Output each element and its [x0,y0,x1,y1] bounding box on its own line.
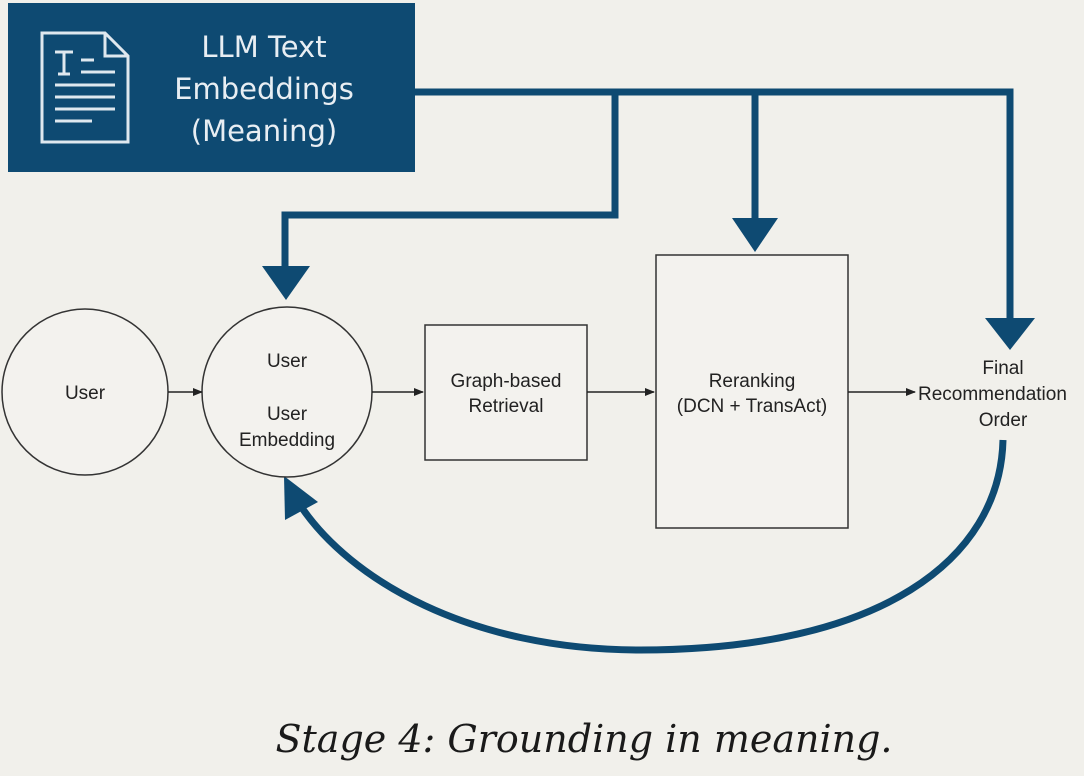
header-line-2: Embeddings [174,72,354,106]
user-embedding-node: User User Embedding [201,306,373,478]
arrowhead-final [985,318,1035,350]
user-embedding-label-3: Embedding [239,430,335,451]
final-recommendation-node: Final Recommendation Order [918,358,1067,431]
user-label: User [65,383,106,404]
final-label-2: Recommendation [918,384,1067,405]
final-label-1: Final [982,358,1023,379]
retrieval-label-1: Graph-based [451,371,562,392]
arrowhead-reranking [732,218,778,252]
text-document-icon [40,31,130,144]
embedding-connectors [281,88,1014,322]
user-embedding-label-2: User [267,404,308,425]
header-line-3: (Meaning) [191,114,338,148]
caption: Stage 4: Grounding in meaning. [276,717,893,761]
arrowhead-user-embedding [262,266,310,300]
header-line-1: LLM Text [201,30,326,64]
reranking-label-2: (DCN + TransAct) [677,396,827,417]
feedback-loop-arrow [297,439,1007,654]
llm-text-embeddings-box: LLM Text Embeddings (Meaning) [8,3,415,172]
final-label-3: Order [979,410,1028,431]
reranking-node: Reranking (DCN + TransAct) [655,254,849,529]
graph-based-retrieval-node: Graph-based Retrieval [424,324,588,461]
reranking-label-1: Reranking [709,371,796,392]
retrieval-label-2: Retrieval [469,396,544,417]
user-node: User [1,308,169,476]
user-embedding-label-1: User [267,351,308,372]
feedback-arrowhead [284,476,318,520]
